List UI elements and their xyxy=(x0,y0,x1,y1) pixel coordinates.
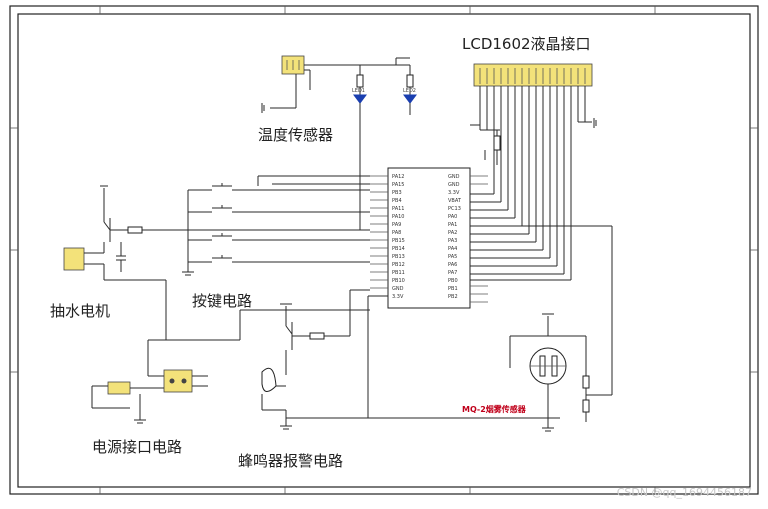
buzzer-label: 蜂鸣器报警电路 xyxy=(238,452,343,470)
svg-text:PB14: PB14 xyxy=(392,246,405,252)
outer-frame xyxy=(9,5,759,495)
svg-text:PA5: PA5 xyxy=(448,254,457,260)
svg-text:VBAT: VBAT xyxy=(448,198,462,204)
lcd-label: LCD1602液晶接口 xyxy=(462,35,591,53)
svg-text:GND: GND xyxy=(392,286,404,292)
motor-block: 抽水电机 xyxy=(50,185,370,340)
svg-text:PA12: PA12 xyxy=(392,174,404,180)
svg-text:GND: GND xyxy=(448,174,460,180)
svg-text:PA7: PA7 xyxy=(448,270,457,276)
svg-text:PA10: PA10 xyxy=(392,214,404,220)
power-block: 电源接口电路 xyxy=(91,309,370,456)
svg-text:PA8: PA8 xyxy=(392,230,401,236)
svg-text:GND: GND xyxy=(448,182,460,188)
temp-sensor-block: LED1 LED2 温度传感器 xyxy=(258,55,417,230)
inner-frame xyxy=(17,13,751,488)
mq2-block: MQ-2烟雾传感器 xyxy=(462,225,613,432)
svg-text:PB10: PB10 xyxy=(392,278,405,284)
power-switch xyxy=(163,369,193,393)
svg-text:PA0: PA0 xyxy=(448,214,457,220)
svg-text:PB12: PB12 xyxy=(392,262,405,268)
svg-text:PA4: PA4 xyxy=(448,246,457,252)
lcd-block: LCD1602液晶接口 xyxy=(462,35,597,281)
svg-text:PB2: PB2 xyxy=(448,294,458,300)
power-label: 电源接口电路 xyxy=(92,438,182,456)
svg-text:PC13: PC13 xyxy=(448,206,461,212)
mq2-label: MQ-2烟雾传感器 xyxy=(462,404,527,414)
svg-text:PA11: PA11 xyxy=(392,206,404,212)
svg-text:PA15: PA15 xyxy=(392,182,404,188)
watermark: CSDN @qq_1694456187 xyxy=(616,486,752,499)
svg-text:PA3: PA3 xyxy=(448,238,457,244)
motor-connector xyxy=(63,247,85,271)
svg-text:LED2: LED2 xyxy=(403,88,416,94)
svg-text:PA1: PA1 xyxy=(448,222,457,228)
motor-label: 抽水电机 xyxy=(50,302,110,320)
svg-text:3.3V: 3.3V xyxy=(392,294,404,300)
svg-text:PB3: PB3 xyxy=(392,190,402,196)
lcd-connector xyxy=(473,63,593,87)
svg-text:3.3V: 3.3V xyxy=(448,190,460,196)
buzzer-block: 蜂鸣器报警电路 xyxy=(238,289,560,470)
svg-text:LED1: LED1 xyxy=(352,88,365,94)
svg-text:PB1: PB1 xyxy=(448,286,458,292)
svg-text:PB11: PB11 xyxy=(392,270,405,276)
svg-text:PB13: PB13 xyxy=(392,254,405,260)
svg-text:PA9: PA9 xyxy=(392,222,401,228)
svg-text:PB4: PB4 xyxy=(392,198,402,204)
svg-text:PB15: PB15 xyxy=(392,238,405,244)
power-jack xyxy=(107,381,131,395)
keys-block: 按键电路 xyxy=(182,183,370,310)
misc-wires xyxy=(257,175,388,418)
svg-text:PA6: PA6 xyxy=(448,262,457,268)
svg-text:PA2: PA2 xyxy=(448,230,457,236)
temp-sensor-label: 温度传感器 xyxy=(258,126,333,144)
svg-text:PB0: PB0 xyxy=(448,278,458,284)
frame-ticks xyxy=(10,6,758,494)
keys-label: 按键电路 xyxy=(192,292,252,310)
